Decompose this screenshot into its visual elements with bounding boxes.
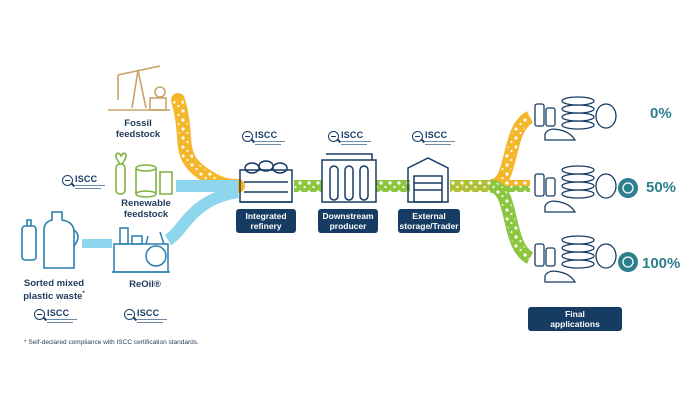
iscc-text: ISCC	[75, 174, 98, 184]
iscc-text: ISCC	[255, 130, 278, 140]
fossil-feedstock-label: Fossil feedstock	[115, 118, 161, 140]
products-50pct-icon	[534, 165, 617, 213]
iscc-logo-renewable: ISCC	[62, 174, 105, 196]
iscc-text: ISCC	[425, 130, 448, 140]
percentage-0: 0%	[650, 105, 672, 122]
external-storage-box: External storage/Trader	[398, 209, 460, 233]
recycled-stream	[164, 186, 240, 246]
plastic-bottles-icon	[21, 211, 79, 269]
integrated-refinery-box: Integrated refinery	[236, 209, 296, 233]
iscc-text: ISCC	[137, 308, 160, 318]
iscc-logo-reoil: ISCC	[124, 308, 167, 330]
percentage-50: 50%	[646, 179, 677, 196]
iscc-logo-refinery: ISCC	[242, 130, 285, 152]
footnote: * Self-declared compliance with ISCC cer…	[24, 339, 199, 346]
recycle-badge-100-icon	[618, 252, 638, 272]
plastic-waste-footnote-mark: *	[82, 291, 85, 297]
downstream-icon	[321, 153, 377, 203]
plastic-to-reoil-stream	[82, 239, 112, 248]
renewable-stream	[176, 180, 238, 192]
plastic-waste-text: Sorted mixed plastic waste	[23, 278, 85, 303]
pumpjack-icon	[108, 65, 170, 111]
renewable-feedstock-label: Renewable feedstock	[121, 198, 171, 220]
percentage-100: 100%	[642, 255, 681, 272]
plastic-waste-label: Sorted mixed plastic waste*	[14, 278, 94, 302]
downstream-producer-box: Downstream producer	[318, 209, 378, 233]
products-0pct-icon	[534, 96, 617, 141]
recycle-badge-50-icon	[618, 178, 638, 198]
iscc-text: ISCC	[341, 130, 364, 140]
refinery-icon	[239, 160, 293, 203]
products-100pct-icon	[534, 235, 617, 283]
iscc-logo-external: ISCC	[412, 130, 455, 152]
iscc-logo-plastic: ISCC	[34, 308, 77, 330]
final-applications-box: Final applications	[528, 307, 622, 331]
reoil-plant-icon	[112, 227, 170, 273]
warehouse-icon	[407, 157, 449, 203]
iscc-text: ISCC	[47, 308, 70, 318]
iscc-logo-downstream: ISCC	[328, 130, 371, 152]
renewable-feedstock-icon	[115, 152, 173, 198]
reoil-label: ReOil®	[129, 279, 161, 290]
